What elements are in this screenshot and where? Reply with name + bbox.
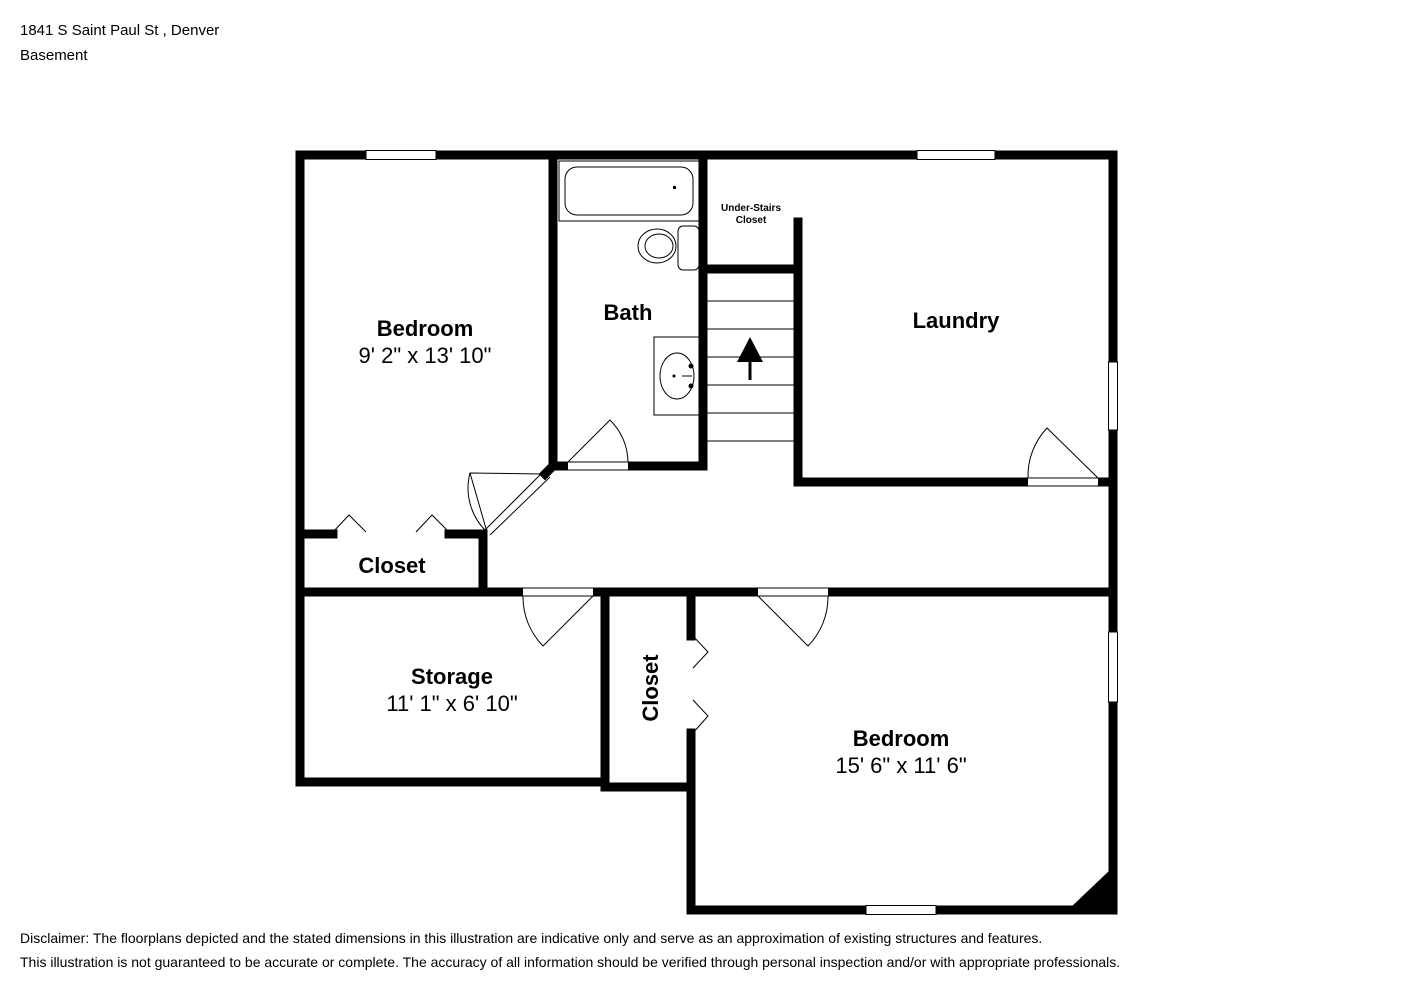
disclaimer-line-1: Disclaimer: The floorplans depicted and … bbox=[20, 930, 1043, 946]
corner-fill bbox=[1070, 870, 1110, 908]
address-text: 1841 S Saint Paul St , Denver bbox=[20, 22, 220, 39]
under-stairs-line1: Under-Stairs bbox=[721, 203, 781, 214]
bedroom-1-dims: 9' 2" x 13' 10" bbox=[359, 343, 492, 368]
storage-name: Storage bbox=[411, 664, 493, 689]
bath-name: Bath bbox=[604, 300, 653, 325]
disclaimer-line-2: This illustration is not guaranteed to b… bbox=[20, 954, 1121, 970]
laundry-name: Laundry bbox=[913, 308, 1001, 333]
closet-1-name: Closet bbox=[358, 553, 426, 578]
interior-walls bbox=[295, 150, 1118, 792]
level-text: Basement bbox=[20, 47, 88, 64]
bedroom-2-name: Bedroom bbox=[853, 726, 950, 751]
storage-dims: 11' 1" x 6' 10" bbox=[386, 691, 517, 716]
outer-walls bbox=[295, 150, 1118, 915]
stairs bbox=[707, 300, 794, 442]
under-stairs-line2: Closet bbox=[736, 215, 767, 226]
bedroom-1-name: Bedroom bbox=[377, 316, 474, 341]
toilet bbox=[637, 225, 700, 271]
windows bbox=[365, 150, 1118, 915]
sink bbox=[653, 336, 700, 416]
bedroom-2-dims: 15' 6" x 11' 6" bbox=[835, 753, 966, 778]
closet-2-name: Closet bbox=[638, 654, 663, 722]
doors bbox=[332, 419, 1099, 734]
bathtub bbox=[558, 160, 700, 222]
